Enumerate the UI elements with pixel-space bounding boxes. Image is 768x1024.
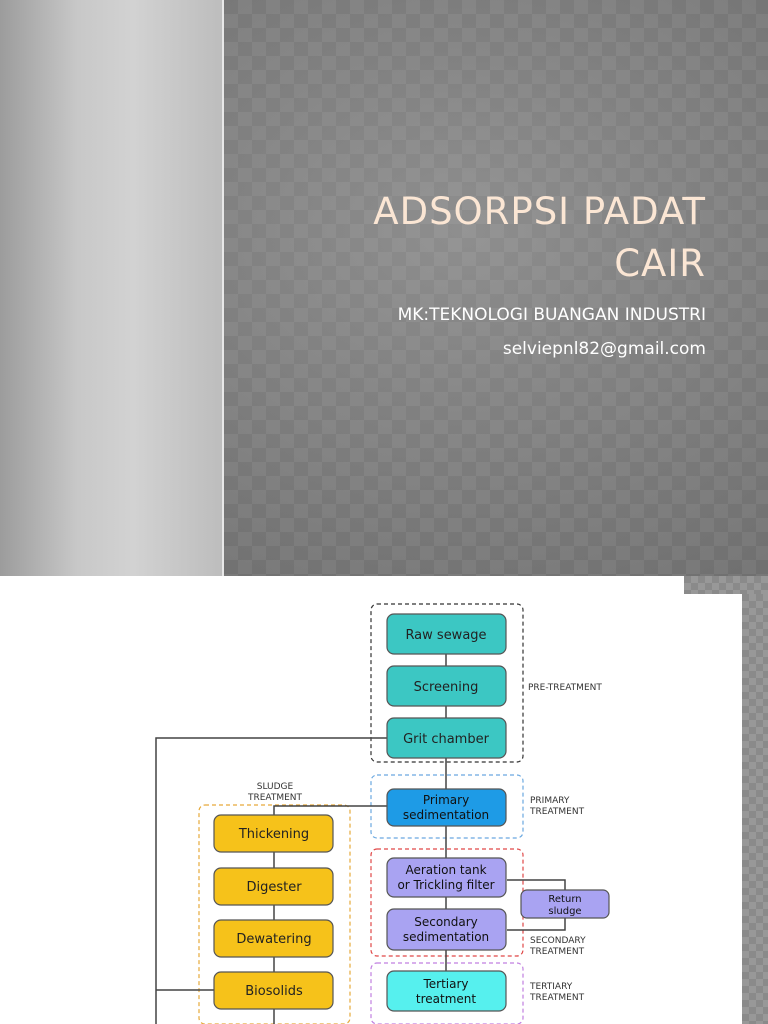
tertiary-treatment-label-2: treatment (416, 992, 476, 1006)
title-line-1: ADSORPSI PADAT (373, 190, 706, 233)
return-sludge-box: Return sludge (520, 889, 610, 919)
secondary-treatment-label-2: TREATMENT (529, 947, 585, 957)
course-name: MK:TEKNOLOGI BUANGAN INDUSTRI (397, 305, 706, 325)
slide-title: ADSORPSI PADAT CAIR (266, 186, 706, 290)
biosolids-box: Biosolids (213, 971, 334, 1010)
primary-sedimentation-label-2: sedimentation (403, 808, 489, 822)
pre-treatment-frame (370, 603, 524, 763)
primary-sedimentation-box: Primary sedimentation (386, 788, 507, 827)
biosolids-label: Biosolids (245, 984, 303, 999)
tertiary-treatment-frame (370, 962, 524, 1024)
primary-treatment-frame (370, 774, 524, 839)
primary-treatment-label-1: PRIMARY (530, 796, 570, 806)
secondary-treatment-label-1: SECONDARY (530, 936, 586, 946)
title-slide: ADSORPSI PADAT CAIR MK:TEKNOLOGI BUANGAN… (0, 0, 768, 576)
left-gradient-panel (0, 0, 222, 576)
grit-chamber-label: Grit chamber (403, 732, 490, 747)
return-sludge-label-1: Return (548, 894, 581, 905)
grit-chamber-box: Grit chamber (386, 717, 507, 759)
sludge-treatment-frame (198, 804, 351, 1024)
panel-divider (222, 0, 224, 576)
thickening-label: Thickening (238, 827, 309, 842)
aeration-tank-label-1: Aeration tank (405, 863, 486, 877)
secondary-sedimentation-label-2: sedimentation (403, 930, 489, 944)
digester-box: Digester (213, 867, 334, 906)
tertiary-treatment-box: Tertiary treatment (386, 970, 507, 1012)
primary-treatment-label-2: TREATMENT (529, 807, 585, 817)
dewatering-box: Dewatering (213, 919, 334, 958)
pattern-strip-top (684, 576, 768, 594)
dewatering-label: Dewatering (236, 932, 311, 947)
title-line-2: CAIR (614, 242, 706, 285)
author-email: selviepnl82@gmail.com (502, 339, 706, 359)
aeration-tank-label-2: or Trickling filter (397, 878, 494, 892)
screening-box: Screening (386, 665, 507, 707)
diagram-slide (0, 576, 768, 1024)
raw-sewage-box: Raw sewage (386, 613, 507, 655)
slide-subtitle: MK:TEKNOLOGI BUANGAN INDUSTRI selviepnl8… (246, 298, 706, 366)
screening-label: Screening (414, 680, 479, 695)
pre-treatment-label: PRE-TREATMENT (528, 683, 602, 693)
wastewater-flow-diagram: Raw sewage Screening Grit chamber Primar… (155, 603, 610, 1024)
aeration-tank-box: Aeration tank or Trickling filter (386, 857, 507, 898)
return-sludge-line (507, 879, 566, 890)
pattern-strip-right (742, 594, 768, 1024)
sludge-treatment-label-2: TREATMENT (247, 793, 303, 803)
raw-sewage-label: Raw sewage (405, 628, 486, 643)
tertiary-treatment-side-label-1: TERTIARY (529, 982, 573, 992)
tertiary-treatment-side-label-2: TREATMENT (529, 993, 585, 1003)
return-sludge-label-2: sludge (548, 906, 581, 917)
tertiary-treatment-label-1: Tertiary (422, 977, 468, 991)
return-sludge-line (507, 918, 566, 931)
sludge-treatment-label-1: SLUDGE (257, 782, 294, 792)
thickening-box: Thickening (213, 814, 334, 853)
primary-sludge-line (273, 805, 387, 815)
primary-sedimentation-label-1: Primary (423, 793, 469, 807)
secondary-sedimentation-box: Secondary sedimentation (386, 908, 507, 951)
secondary-sedimentation-label-1: Secondary (414, 915, 478, 929)
digester-label: Digester (246, 880, 302, 895)
bypass-line (155, 737, 387, 1024)
